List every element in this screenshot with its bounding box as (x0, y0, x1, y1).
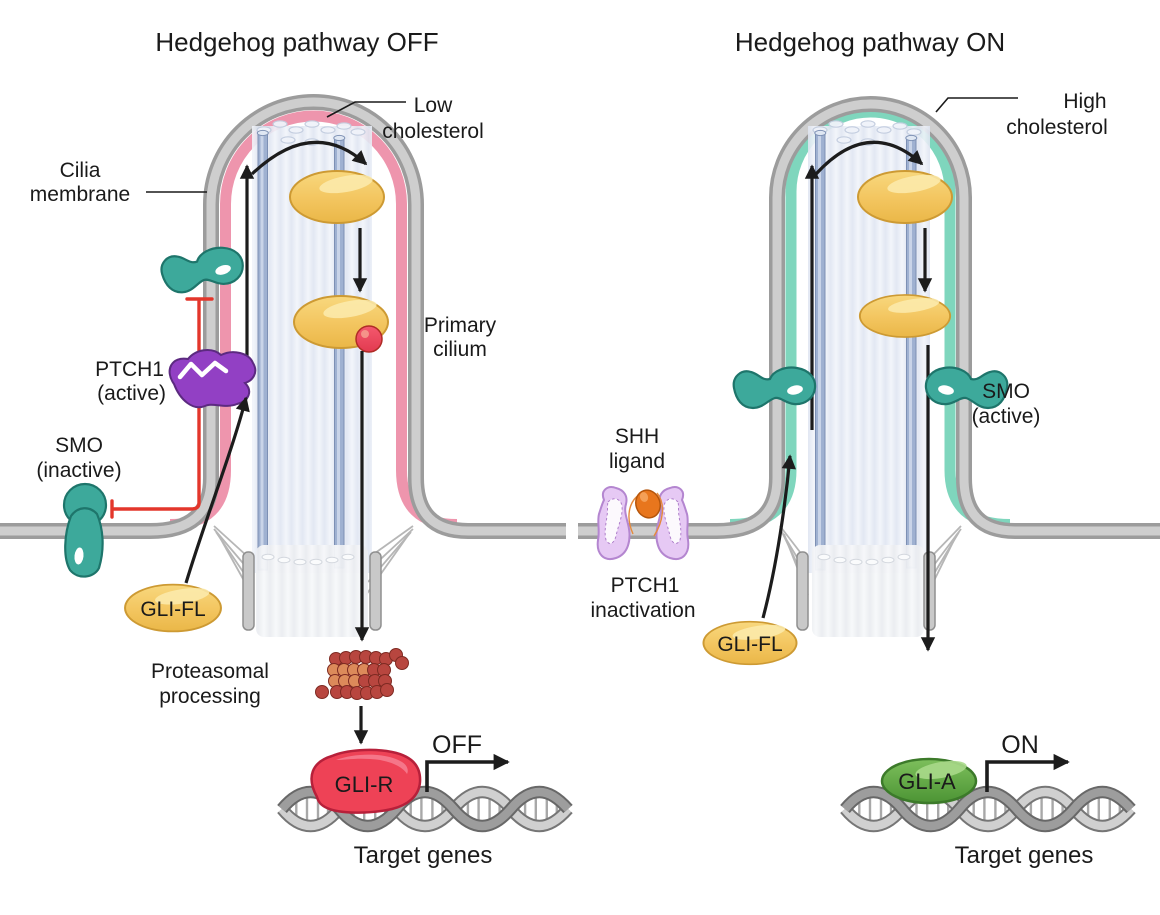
svg-text:SMO: SMO (982, 380, 1030, 403)
gli-a-label: GLI-A (898, 769, 956, 794)
target-genes-off-label: Target genes (354, 842, 493, 869)
proteasomal-processing-label: Proteasomal processing (151, 660, 269, 708)
gli-fl-on-label: GLI-FL (717, 633, 782, 656)
svg-text:(inactive): (inactive) (36, 459, 121, 482)
svg-text:cholesterol: cholesterol (382, 120, 484, 143)
cilia-membrane-label: Cilia membrane (30, 159, 207, 206)
svg-text:(active): (active) (972, 405, 1041, 428)
smo-inactive-label: SMO (inactive) (36, 434, 121, 482)
svg-text:cholesterol: cholesterol (1006, 116, 1108, 139)
gli-r-label: GLI-R (335, 772, 394, 797)
gli-cargo-mid-on (858, 293, 952, 339)
svg-text:PTCH1: PTCH1 (95, 358, 164, 381)
gli-cargo-top-on (857, 170, 953, 224)
svg-text:inactivation: inactivation (590, 599, 695, 622)
low-cholesterol-membrane-layer (169, 110, 458, 530)
svg-text:membrane: membrane (30, 183, 130, 206)
state-off-label: OFF (432, 731, 482, 759)
tip-turnaround-arrow-on (814, 140, 924, 176)
gli-r-protein: GLI-R (310, 748, 422, 814)
svg-text:ligand: ligand (609, 450, 665, 473)
gli-cargo-top-off (289, 170, 385, 224)
transcription-arrow-off (425, 753, 510, 792)
high-cholesterol-label: High cholesterol (935, 90, 1108, 139)
cell-membrane-off (0, 94, 566, 539)
svg-text:High: High (1063, 90, 1106, 113)
primary-cilium-label: Primary cilium (424, 314, 497, 361)
smo-ciliary-off (158, 244, 247, 296)
proteasome (315, 648, 409, 700)
shh-thread-right (653, 492, 664, 537)
ptch1-pillar-left (596, 486, 631, 561)
shh-ptch1-complex (596, 486, 690, 561)
svg-text:SHH: SHH (615, 425, 659, 448)
cell-membrane-on (578, 96, 1160, 539)
panel-on-title: Hedgehog pathway ON (735, 27, 1005, 57)
ptch1-pillar-right (655, 486, 690, 561)
gli-fl-off-label: GLI-FL (140, 598, 205, 621)
gli-fl-off: GLI-FL (124, 583, 222, 633)
cilium-traffic-off (239, 140, 389, 642)
ptch1-inactivation-label: PTCH1 inactivation (590, 574, 695, 622)
ptch1-active-protein (168, 349, 257, 409)
ptch1-highlight (177, 360, 229, 380)
gli-fl-on: GLI-FL (702, 620, 798, 666)
svg-text:processing: processing (159, 685, 261, 708)
smo-active-label: SMO (active) (972, 380, 1041, 428)
target-genes-on-label: Target genes (955, 842, 1094, 869)
basal-body-off (256, 545, 368, 637)
svg-text:cilium: cilium (433, 338, 487, 361)
panel-hedgehog-off: Hedgehog pathway OFF (0, 27, 568, 869)
gli-entry-arrow-off (184, 396, 250, 584)
svg-text:PTCH1: PTCH1 (611, 574, 680, 597)
gli-entry-arrow-on (761, 454, 797, 619)
phospho-mark-dot (355, 325, 383, 353)
dna-helix-on (845, 792, 1131, 826)
svg-text:Primary: Primary (424, 314, 497, 337)
svg-text:Low: Low (414, 94, 453, 117)
svg-text:Cilia: Cilia (60, 159, 101, 182)
panel-off-title: Hedgehog pathway OFF (155, 27, 438, 57)
svg-text:SMO: SMO (55, 434, 103, 457)
panel-hedgehog-on: Hedgehog pathway ON (578, 27, 1160, 869)
svg-text:(active): (active) (97, 382, 166, 405)
gli-a-protein: GLI-A (880, 757, 978, 805)
tip-turnaround-arrow-off (250, 140, 368, 176)
smo-inactive-protein (62, 482, 108, 578)
svg-text:Proteasomal: Proteasomal (151, 660, 269, 683)
shh-ligand-label: SHH ligand (609, 425, 665, 473)
ptch1-active-label: PTCH1 (active) (95, 358, 166, 405)
phospho-mark-highlight (361, 330, 369, 338)
low-cholesterol-label: Low cholesterol (326, 94, 484, 143)
basal-body-on (812, 545, 924, 637)
ptch1-inhibition-line (110, 297, 214, 519)
state-on-label: ON (1001, 731, 1039, 759)
transcription-arrow-on (985, 753, 1070, 792)
